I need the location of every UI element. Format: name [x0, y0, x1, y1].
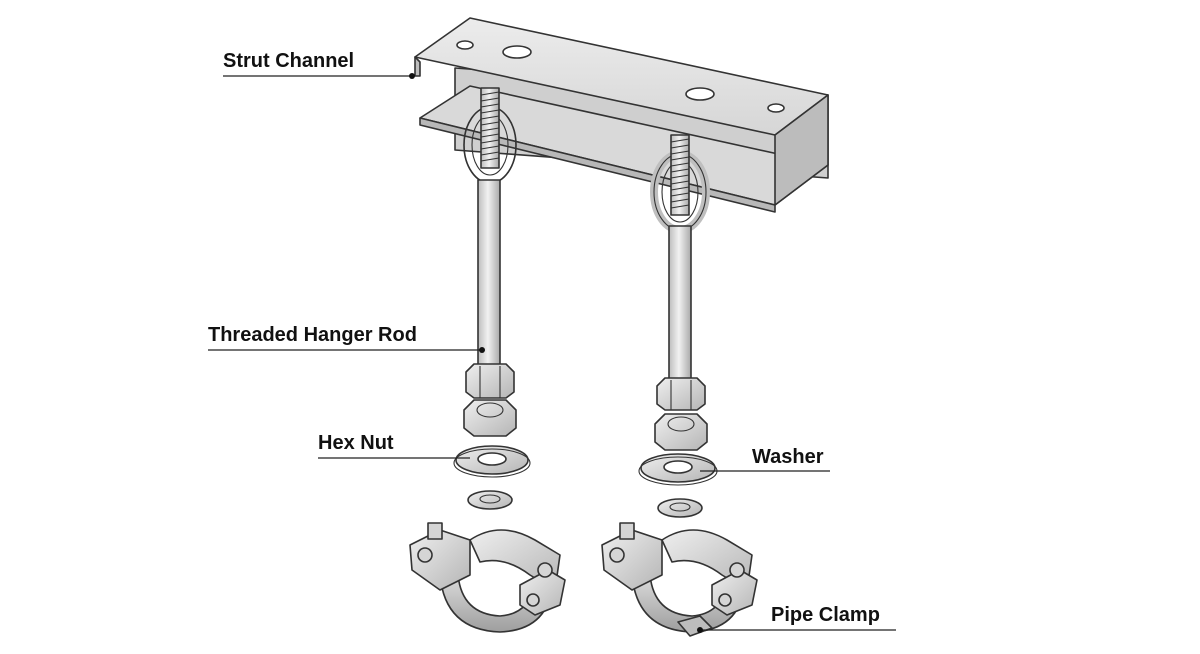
label-washer: Washer — [752, 446, 824, 468]
label-hex-nut: Hex Nut — [318, 432, 394, 454]
left-rod-assembly — [453, 87, 531, 510]
right-pipe-clamp — [601, 522, 758, 637]
callout-pipe-clamp: Pipe Clamp — [697, 604, 896, 633]
callout-strut-channel: Strut Channel — [223, 50, 415, 79]
left-pipe-clamp — [409, 522, 566, 633]
callout-threaded-hanger-rod: Threaded Hanger Rod — [208, 324, 485, 353]
strut-channel — [414, 17, 829, 213]
label-threaded-hanger-rod: Threaded Hanger Rod — [208, 324, 417, 346]
label-pipe-clamp: Pipe Clamp — [771, 604, 880, 626]
callout-washer: Washer — [700, 446, 830, 472]
label-strut-channel: Strut Channel — [223, 50, 354, 72]
right-rod-assembly — [638, 134, 718, 518]
thread-lines — [480, 91, 500, 162]
callout-hex-nut: Hex Nut — [318, 432, 470, 459]
